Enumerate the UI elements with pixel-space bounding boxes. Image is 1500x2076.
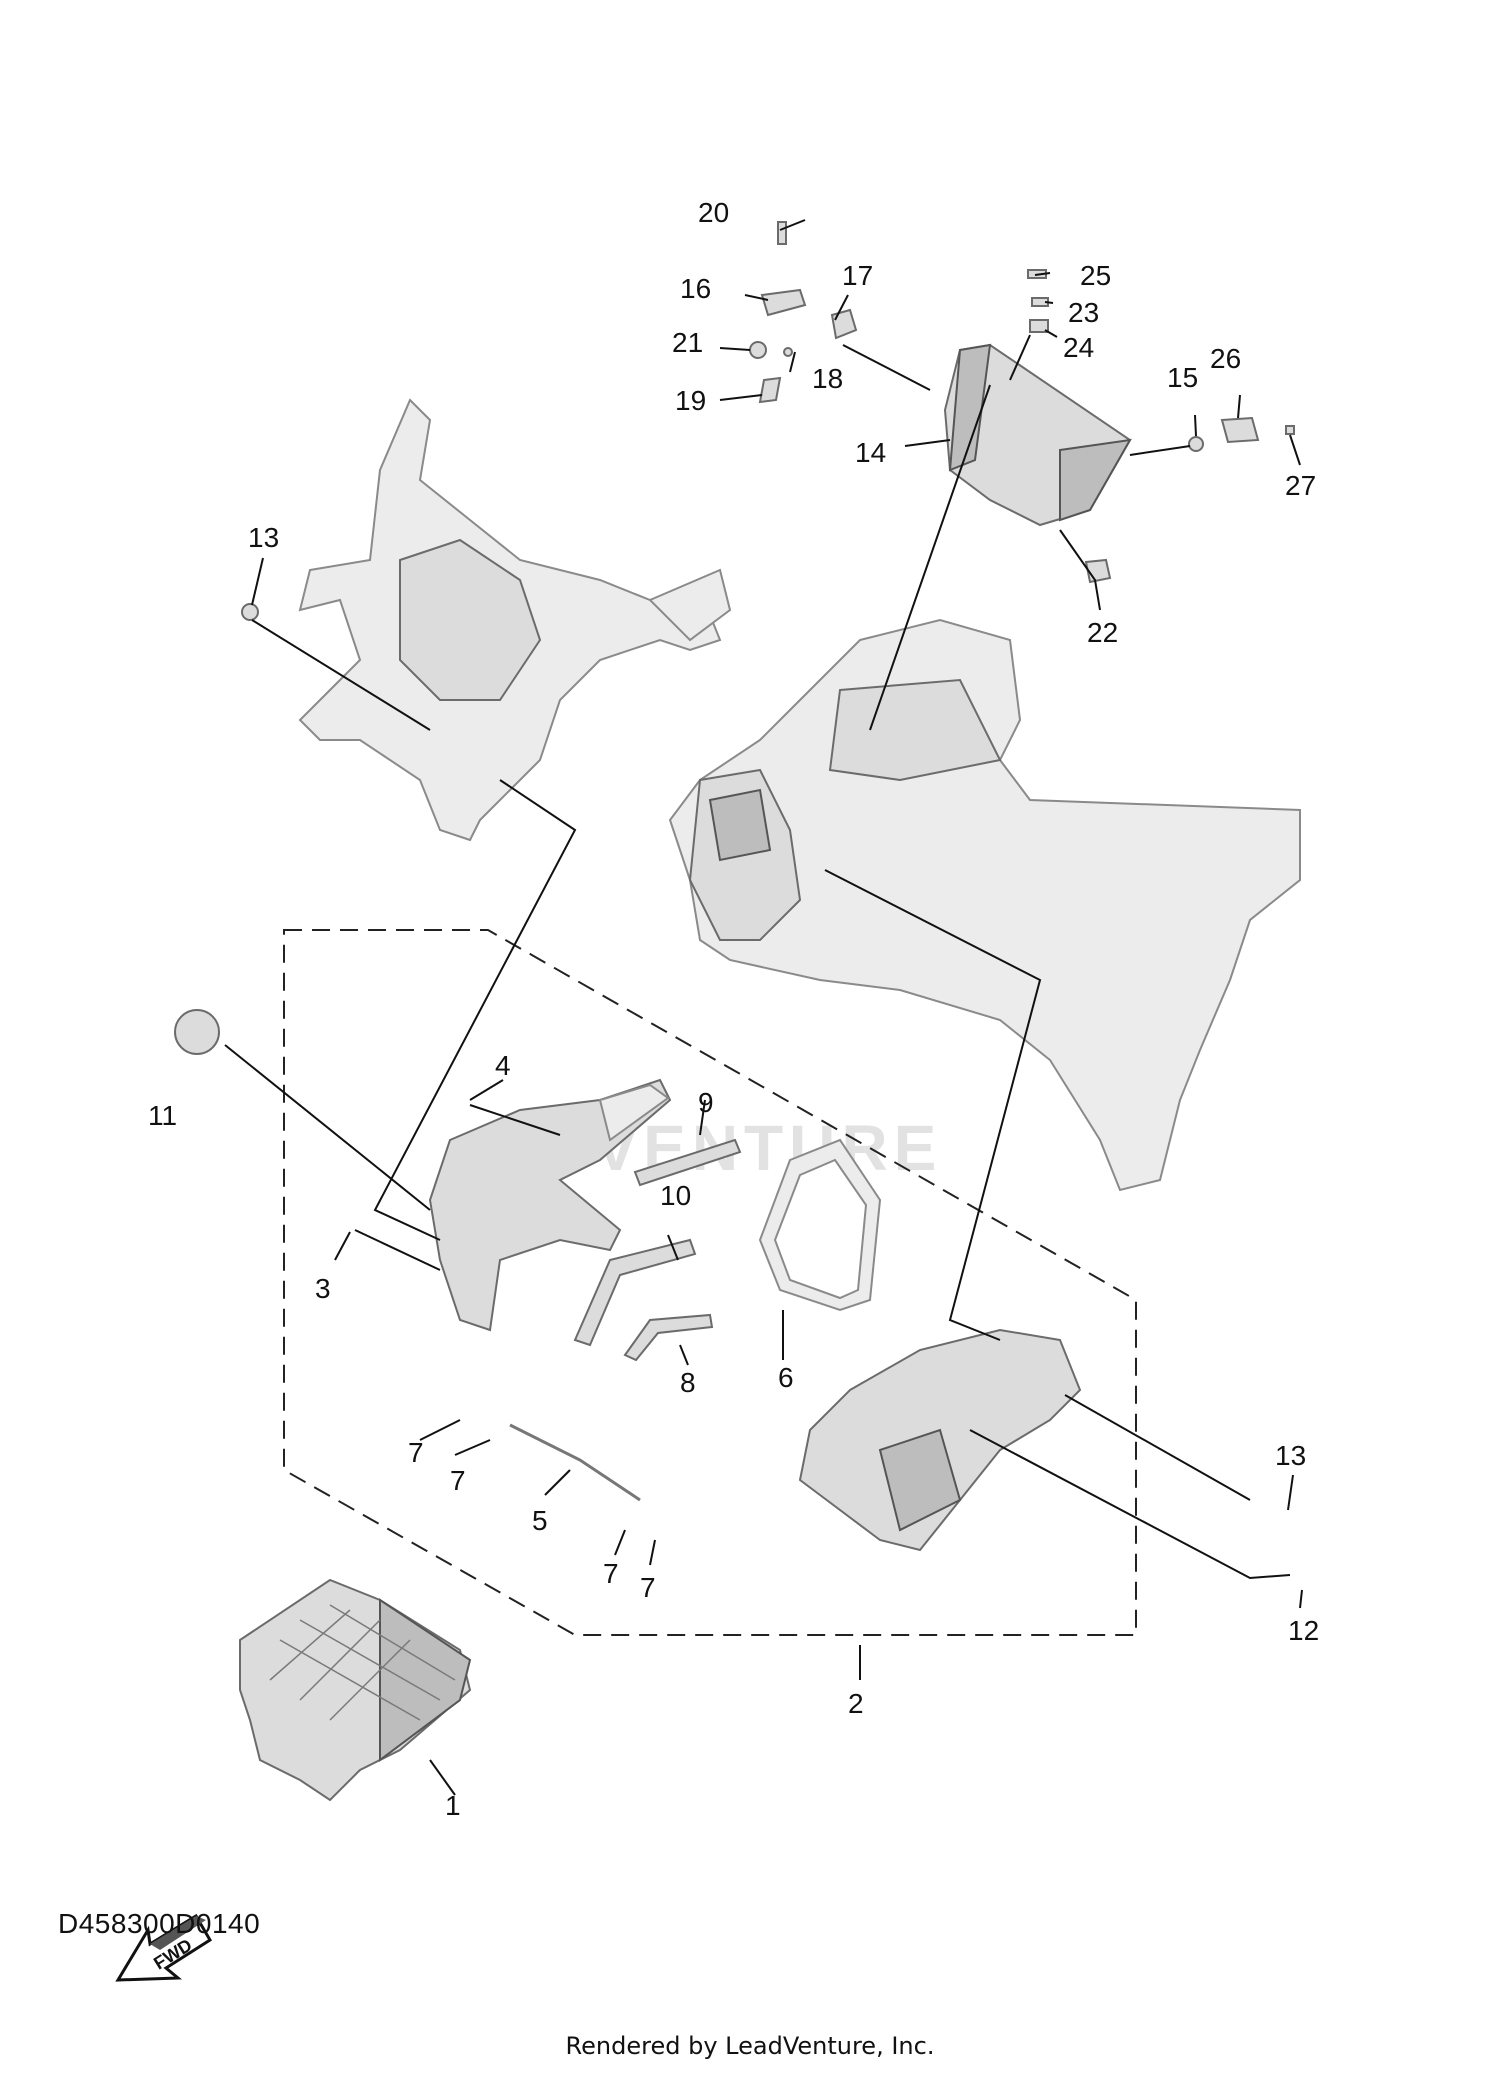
callout-13b: 13	[1275, 1440, 1306, 1471]
callout-7c: 7	[603, 1558, 619, 1589]
callout-9: 9	[698, 1087, 714, 1118]
seal-9	[633, 1138, 742, 1187]
top-hardware	[241, 221, 1295, 621]
callout-4: 4	[495, 1050, 511, 1081]
callout-23: 23	[1068, 297, 1099, 328]
callout-8: 8	[680, 1367, 696, 1398]
callout-10: 10	[660, 1180, 691, 1211]
callout-16: 16	[680, 273, 711, 304]
diagram-code: D458300D0140	[58, 1908, 261, 1939]
seal-ring-6-inner	[773, 1158, 868, 1300]
callout-2: 2	[848, 1688, 864, 1719]
assembly-outline-2	[283, 929, 1137, 1636]
callout-19: 19	[675, 385, 706, 416]
callout-11: 11	[148, 1100, 177, 1131]
wire-5	[509, 1423, 641, 1502]
callout-7a: 7	[408, 1437, 424, 1468]
callout-13a: 13	[248, 522, 279, 553]
leader-lines	[224, 219, 1303, 1796]
callout-14: 14	[855, 437, 886, 468]
callout-7b: 7	[450, 1465, 466, 1496]
right-duct	[798, 1328, 1082, 1552]
callout-3: 3	[315, 1273, 331, 1304]
callout-26: 26	[1210, 343, 1241, 374]
render-credit: Rendered by LeadVenture, Inc.	[565, 2032, 935, 2060]
seal-8	[623, 1313, 714, 1362]
callout-7d: 7	[640, 1572, 656, 1603]
callout-27: 27	[1285, 470, 1316, 501]
left-duct	[428, 1078, 672, 1332]
lower-grille-cover-1	[239, 1578, 472, 1802]
callout-21: 21	[672, 327, 703, 358]
grommet-11	[174, 1009, 220, 1055]
front-cowl-body	[668, 618, 1301, 1192]
callout-20: 20	[698, 197, 729, 228]
callout-12: 12	[1288, 1615, 1319, 1646]
callout-17: 17	[842, 260, 873, 291]
callout-labels: 1 2 3 4 5 6 7 7 7 7 8 9 10 11 12 13 13 1…	[148, 197, 1319, 1821]
callout-5: 5	[532, 1505, 548, 1536]
inner-cowl-14	[943, 343, 1132, 527]
callout-22: 22	[1087, 617, 1118, 648]
callout-15: 15	[1167, 362, 1198, 393]
callout-18: 18	[812, 363, 843, 394]
callout-25: 25	[1080, 260, 1111, 291]
callout-6: 6	[778, 1362, 794, 1393]
upper-frame-bracket	[298, 398, 732, 842]
callout-24: 24	[1063, 332, 1094, 363]
callout-1: 1	[445, 1790, 461, 1821]
seal-10	[573, 1238, 697, 1347]
